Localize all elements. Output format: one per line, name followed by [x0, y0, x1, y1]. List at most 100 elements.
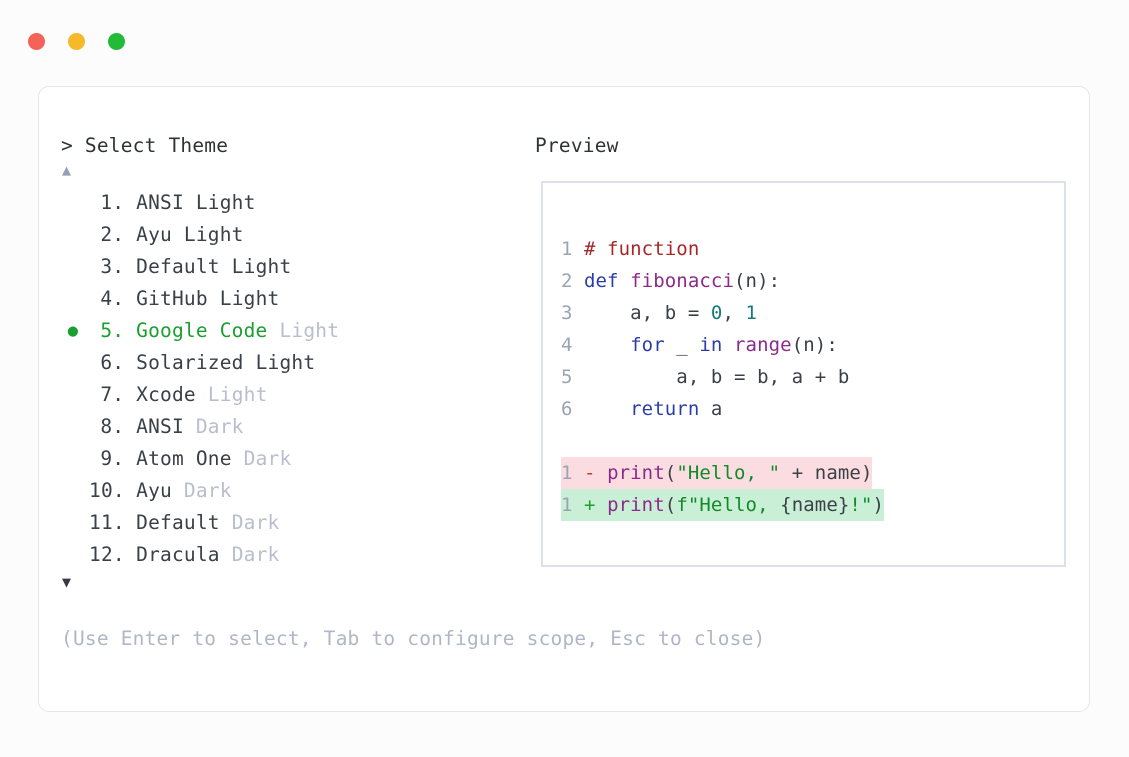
theme-item-number: 1. — [100, 191, 125, 214]
theme-list-item[interactable]: 12. Dracula Dark — [61, 539, 531, 571]
code-line: 1 # function — [561, 233, 884, 265]
code-token: _ — [664, 334, 700, 356]
selected-bullet-icon: ● — [67, 321, 79, 341]
code-token: ( — [664, 462, 677, 484]
code-token: in — [699, 334, 723, 356]
window-titlebar — [0, 0, 1129, 80]
scroll-down-icon[interactable]: ▼ — [62, 573, 72, 591]
code-token: ( — [664, 494, 677, 516]
code-gutter-space — [572, 366, 584, 388]
window-close-button[interactable] — [28, 33, 45, 50]
theme-item-text: 5. Google Code Light — [89, 315, 339, 347]
code-token: + name) — [780, 462, 873, 484]
theme-list-item[interactable]: 1. ANSI Light — [61, 187, 531, 219]
code-line-number: 1 — [561, 238, 573, 260]
code-token: fibonacci — [630, 270, 734, 292]
code-token: print — [607, 462, 665, 484]
theme-list-item[interactable]: ● 5. Google Code Light — [61, 315, 531, 347]
code-token: a, b = b, a + b — [583, 366, 850, 388]
code-line-number: 3 — [561, 302, 573, 324]
theme-list-item[interactable]: 2. Ayu Light — [61, 219, 531, 251]
theme-list-item[interactable]: 3. Default Light — [61, 251, 531, 283]
code-token: a — [699, 398, 723, 420]
theme-list-item[interactable]: 10. Ayu Dark — [61, 475, 531, 507]
theme-list-item[interactable]: 8. ANSI Dark — [61, 411, 531, 443]
code-token: 1 — [745, 302, 758, 324]
code-token: a, b = — [583, 302, 711, 324]
window-minimize-button[interactable] — [68, 33, 85, 50]
diff-marker: + — [572, 494, 608, 516]
theme-item-number: 2. — [100, 223, 125, 246]
code-line: 5 a, b = b, a + b — [561, 361, 884, 393]
theme-item-text: 10. Ayu Dark — [89, 475, 232, 507]
theme-list-item[interactable]: 9. Atom One Dark — [61, 443, 531, 475]
theme-item-name: Default — [124, 255, 232, 278]
theme-item-number: 8. — [100, 415, 125, 438]
theme-item-name: Solarized — [124, 351, 256, 374]
theme-item-name: Dracula — [124, 543, 232, 566]
theme-item-variant: Dark — [231, 543, 280, 566]
theme-item-name: Ayu — [124, 223, 184, 246]
code-token — [584, 334, 630, 356]
code-token: # function — [583, 238, 700, 260]
code-line: 3 a, b = 0, 1 — [561, 297, 884, 329]
prompt-label: > Select Theme — [61, 134, 229, 157]
keyboard-hint: (Use Enter to select, Tab to configure s… — [61, 627, 766, 650]
theme-list-item[interactable]: 7. Xcode Light — [61, 379, 531, 411]
code-token: for — [630, 334, 665, 356]
scroll-up-icon[interactable]: ▲ — [62, 161, 72, 179]
theme-item-variant: Light — [219, 287, 280, 310]
code-token: 0 — [710, 302, 723, 324]
code-token: , — [722, 302, 746, 324]
theme-item-variant: Light — [183, 223, 244, 246]
theme-item-variant: Light — [207, 383, 268, 406]
code-blank-line — [561, 425, 884, 457]
diff-marker: - — [572, 462, 608, 484]
code-token: f"Hello, — [676, 494, 781, 516]
diff-added-line: 1 + print(f"Hello, {name}!") — [561, 489, 885, 521]
code-token: range — [734, 334, 792, 356]
theme-list-item[interactable]: 11. Default Dark — [61, 507, 531, 539]
theme-item-number: 5. — [100, 319, 125, 342]
code-token: (n): — [791, 334, 838, 356]
code-line: 4 for _ in range(n): — [561, 329, 884, 361]
theme-item-name: ANSI — [124, 191, 196, 214]
code-line-number: 5 — [561, 366, 573, 388]
theme-item-variant: Light — [255, 351, 316, 374]
code-gutter-space — [572, 398, 584, 420]
theme-item-text: 9. Atom One Dark — [89, 443, 291, 475]
code-token: def — [583, 270, 631, 292]
theme-list-item[interactable]: 6. Solarized Light — [61, 347, 531, 379]
theme-item-name: GitHub — [124, 287, 220, 310]
theme-item-text: 8. ANSI Dark — [89, 411, 244, 443]
code-line-number: 6 — [561, 398, 573, 420]
theme-item-number: 4. — [100, 287, 125, 310]
theme-item-number: 9. — [100, 447, 125, 470]
theme-item-name: Ayu — [124, 479, 184, 502]
code-token: print — [607, 494, 665, 516]
diff-removed-line: 1 - print("Hello, " + name) — [561, 457, 873, 489]
code-gutter-space — [572, 270, 584, 292]
theme-list-item[interactable]: 4. GitHub Light — [61, 283, 531, 315]
theme-item-text: 7. Xcode Light — [89, 379, 268, 411]
theme-item-variant: Light — [195, 191, 256, 214]
theme-item-text: 4. GitHub Light — [89, 283, 279, 315]
code-gutter-space — [572, 334, 584, 356]
code-line-number: 2 — [561, 270, 573, 292]
theme-item-number: 7. — [100, 383, 125, 406]
code-line: 2 def fibonacci(n): — [561, 265, 884, 297]
theme-item-number: 11. — [89, 511, 125, 534]
diff-line-number: 1 — [561, 494, 573, 516]
code-token: "Hello, " — [676, 462, 781, 484]
theme-item-variant: Dark — [195, 415, 244, 438]
theme-item-text: 11. Default Dark — [89, 507, 279, 539]
code-gutter-space — [572, 302, 584, 324]
code-token: !" — [849, 494, 873, 516]
theme-item-name: Default — [124, 511, 232, 534]
window-maximize-button[interactable] — [108, 33, 125, 50]
diff-line-number: 1 — [561, 462, 573, 484]
